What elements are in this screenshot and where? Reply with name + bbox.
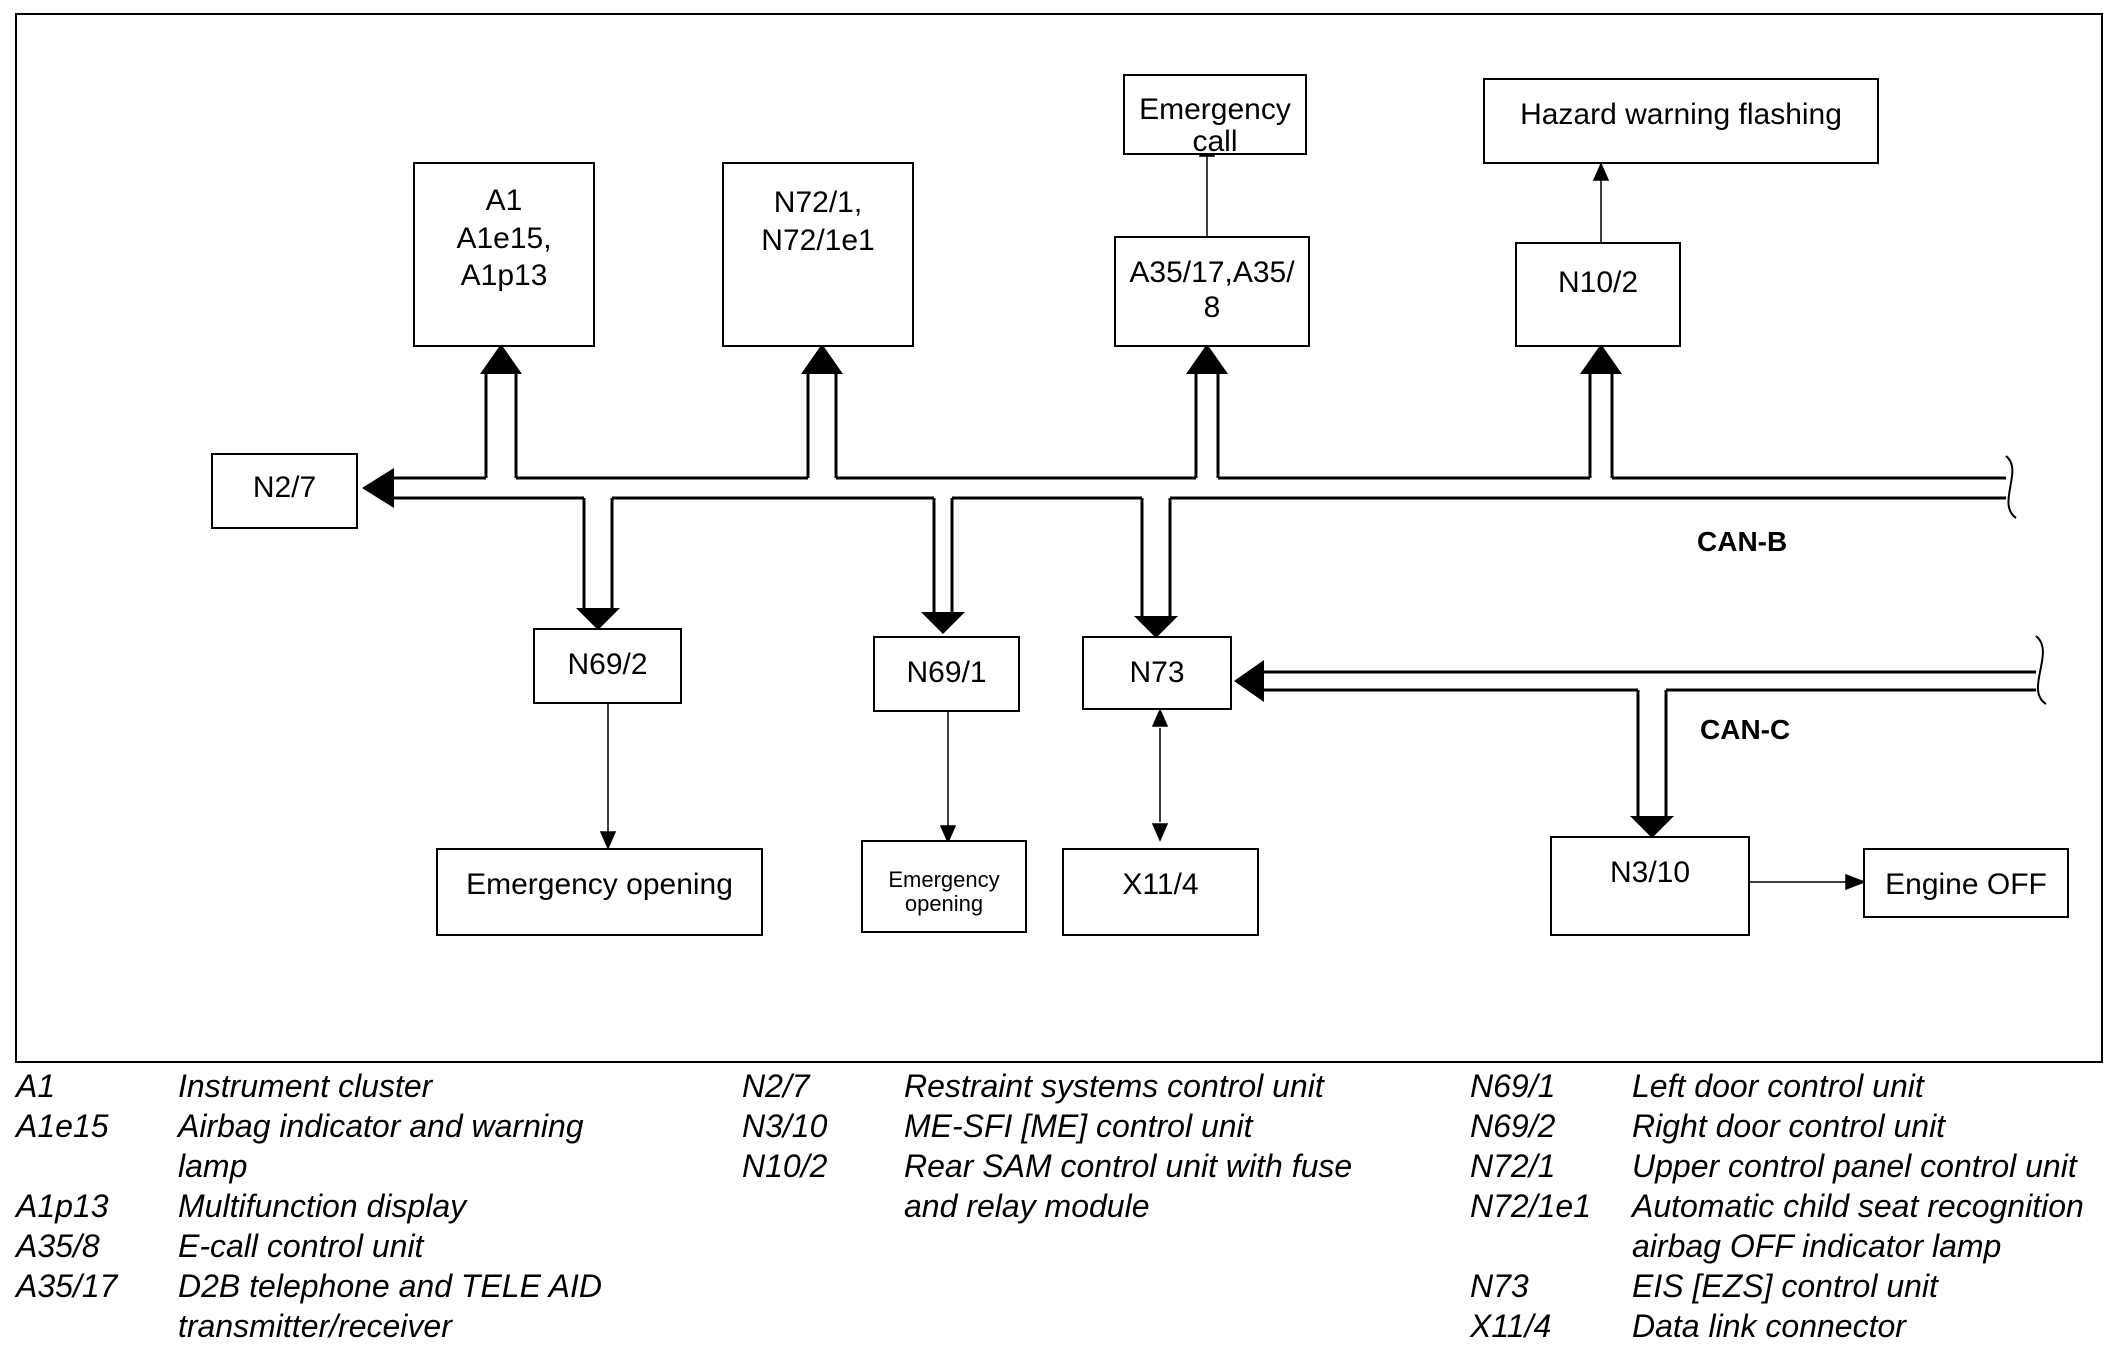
legend-row: and relay module: [742, 1186, 1442, 1226]
arrow-to-n3-10: [1630, 816, 1674, 838]
legend-code: N10/2: [742, 1148, 828, 1184]
legend-code: N69/2: [1470, 1108, 1556, 1144]
legend-desc: E-call control unit: [178, 1228, 424, 1264]
legend-desc: ME-SFI [ME] control unit: [904, 1108, 1253, 1144]
legend-row: N69/2 Right door control unit: [1470, 1106, 2100, 1146]
box-n3-10: N3/10: [1550, 836, 1750, 936]
legend-column-1: A1 Instrument cluster A1e15 Airbag indicat…: [16, 1066, 716, 1346]
box-n72: N72/1, N72/1e1: [722, 162, 914, 347]
legend-code: A35/8: [16, 1228, 100, 1264]
can-c-bus: [1262, 670, 2036, 818]
legend-row: N3/10 ME-SFI [ME] control unit: [742, 1106, 1442, 1146]
legend-desc: lamp: [178, 1148, 248, 1184]
legend-code: N73: [1470, 1268, 1529, 1304]
legend-row: A35/8 E-call control unit: [16, 1226, 716, 1266]
legend-row: A35/17 D2B telephone and TELE AID: [16, 1266, 716, 1306]
can-c-break: [2035, 635, 2047, 705]
legend-row: lamp: [16, 1146, 716, 1186]
legend-code: A1e15: [16, 1108, 109, 1144]
box-hazard-warning: Hazard warning flashing: [1483, 78, 1879, 164]
can-b-label: CAN-B: [1697, 526, 1788, 557]
arrow-to-n2-7: [362, 468, 394, 508]
box-n69-2: N69/2: [533, 628, 682, 704]
legend-row: N2/7 Restraint systems control unit: [742, 1066, 1442, 1106]
legend-desc: airbag OFF indicator lamp: [1632, 1228, 2002, 1264]
legend-row: A1p13 Multifunction display: [16, 1186, 716, 1226]
legend-row: N10/2 Rear SAM control unit with fuse: [742, 1146, 1442, 1186]
arrow-to-n10-2: [1580, 344, 1622, 374]
legend-column-3: N69/1 Left door control unit N69/2 Right d…: [1470, 1066, 2100, 1346]
legend-desc: Upper control panel control unit: [1632, 1148, 2077, 1184]
box-emergency-call: Emergency call: [1123, 74, 1307, 157]
legend-code: N2/7: [742, 1068, 810, 1104]
box-n2-7: N2/7: [211, 453, 358, 529]
box-emergency-opening-left: Emergency opening: [861, 840, 1027, 933]
legend-row: airbag OFF indicator lamp: [1470, 1226, 2100, 1266]
legend-row: N72/1e1 Automatic child seat recognition: [1470, 1186, 2100, 1226]
box-n73: N73: [1082, 636, 1232, 710]
legend-desc: Right door control unit: [1632, 1108, 1946, 1144]
box-a1: A1 A1e15, A1p13: [413, 162, 595, 347]
bus-arrowheads: [362, 344, 1674, 838]
legend-code: N72/1e1: [1470, 1188, 1591, 1224]
legend-code: X11/4: [1470, 1308, 1552, 1344]
diagram-frame: [15, 13, 2103, 1063]
legend-desc: Restraint systems control unit: [904, 1068, 1324, 1104]
legend-code: N69/1: [1470, 1068, 1556, 1104]
legend-row: N72/1 Upper control panel control unit: [1470, 1146, 2100, 1186]
legend-desc: Rear SAM control unit with fuse: [904, 1148, 1353, 1184]
legend-desc: Airbag indicator and warning: [178, 1108, 584, 1144]
legend-desc: EIS [EZS] control unit: [1632, 1268, 1938, 1304]
legend-code: N3/10: [742, 1108, 828, 1144]
arrow-to-n69-1: [921, 612, 965, 634]
legend-desc: Automatic child seat recognition: [1632, 1188, 2084, 1224]
legend-row: A1 Instrument cluster: [16, 1066, 716, 1106]
can-b-bus: [382, 372, 2006, 618]
signal-arrows: [599, 138, 1867, 891]
legend-code: N72/1: [1470, 1148, 1556, 1184]
legend-row: N73 EIS [EZS] control unit: [1470, 1266, 2100, 1306]
legend-desc: and relay module: [904, 1188, 1150, 1224]
legend-desc: D2B telephone and TELE AID: [178, 1268, 602, 1304]
legend-code: A1p13: [16, 1188, 109, 1224]
legend-code: A35/17: [16, 1268, 118, 1304]
arrow-to-n72: [801, 344, 843, 374]
legend-row: N69/1 Left door control unit: [1470, 1066, 2100, 1106]
arrow-to-a1: [480, 344, 522, 374]
box-n10-2: N10/2: [1515, 242, 1681, 347]
box-a35: A35/17,A35/ 8: [1114, 236, 1310, 347]
legend-row: transmitter/receiver: [16, 1306, 716, 1346]
legend-desc: Data link connector: [1632, 1308, 1906, 1344]
legend-code: A1: [16, 1068, 56, 1104]
can-b-break: [2005, 455, 2017, 519]
box-emergency-opening-right: Emergency opening: [436, 848, 763, 936]
box-n69-1: N69/1: [873, 636, 1020, 712]
legend-desc: transmitter/receiver: [178, 1308, 452, 1344]
legend-row: X11/4 Data link connector: [1470, 1306, 2100, 1346]
arrow-to-a35: [1186, 344, 1228, 374]
legend-desc: Left door control unit: [1632, 1068, 1924, 1104]
legend-column-2: N2/7 Restraint systems control unit N3/10…: [742, 1066, 1442, 1226]
arrow-to-n69-2: [576, 608, 620, 630]
box-x11-4: X11/4: [1062, 848, 1259, 936]
legend-desc: Instrument cluster: [178, 1068, 433, 1104]
can-c-label: CAN-C: [1700, 714, 1791, 745]
arrow-to-n73: [1134, 616, 1178, 638]
box-engine-off: Engine OFF: [1863, 848, 2069, 918]
arrow-to-n73-can-c: [1234, 660, 1264, 702]
legend-desc: Multifunction display: [178, 1188, 467, 1224]
legend-row: A1e15 Airbag indicator and warning: [16, 1106, 716, 1146]
